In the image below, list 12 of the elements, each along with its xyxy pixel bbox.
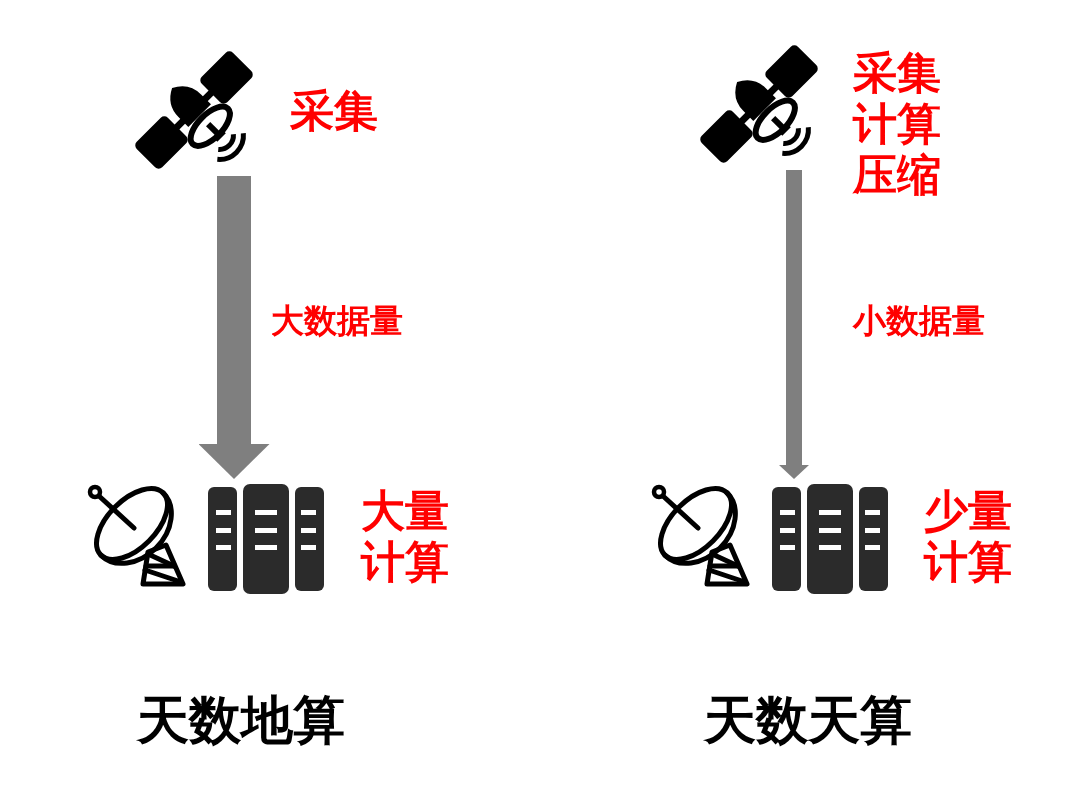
arrow bbox=[779, 170, 809, 479]
caption-text: 天数地算 bbox=[137, 691, 345, 751]
side-note: 大量计算 bbox=[361, 485, 450, 587]
edge-label: 小数据量 bbox=[853, 302, 985, 340]
arrow bbox=[198, 176, 270, 479]
edge-label: 大数据量 bbox=[271, 302, 403, 340]
side-note: 采集 bbox=[290, 85, 379, 136]
side-note: 压缩 bbox=[853, 149, 942, 200]
side-note: 采集 bbox=[853, 47, 942, 98]
side-note: 计算 bbox=[853, 98, 942, 149]
side-note: 少量计算 bbox=[924, 485, 1013, 587]
caption-text: 天数天算 bbox=[704, 691, 912, 751]
